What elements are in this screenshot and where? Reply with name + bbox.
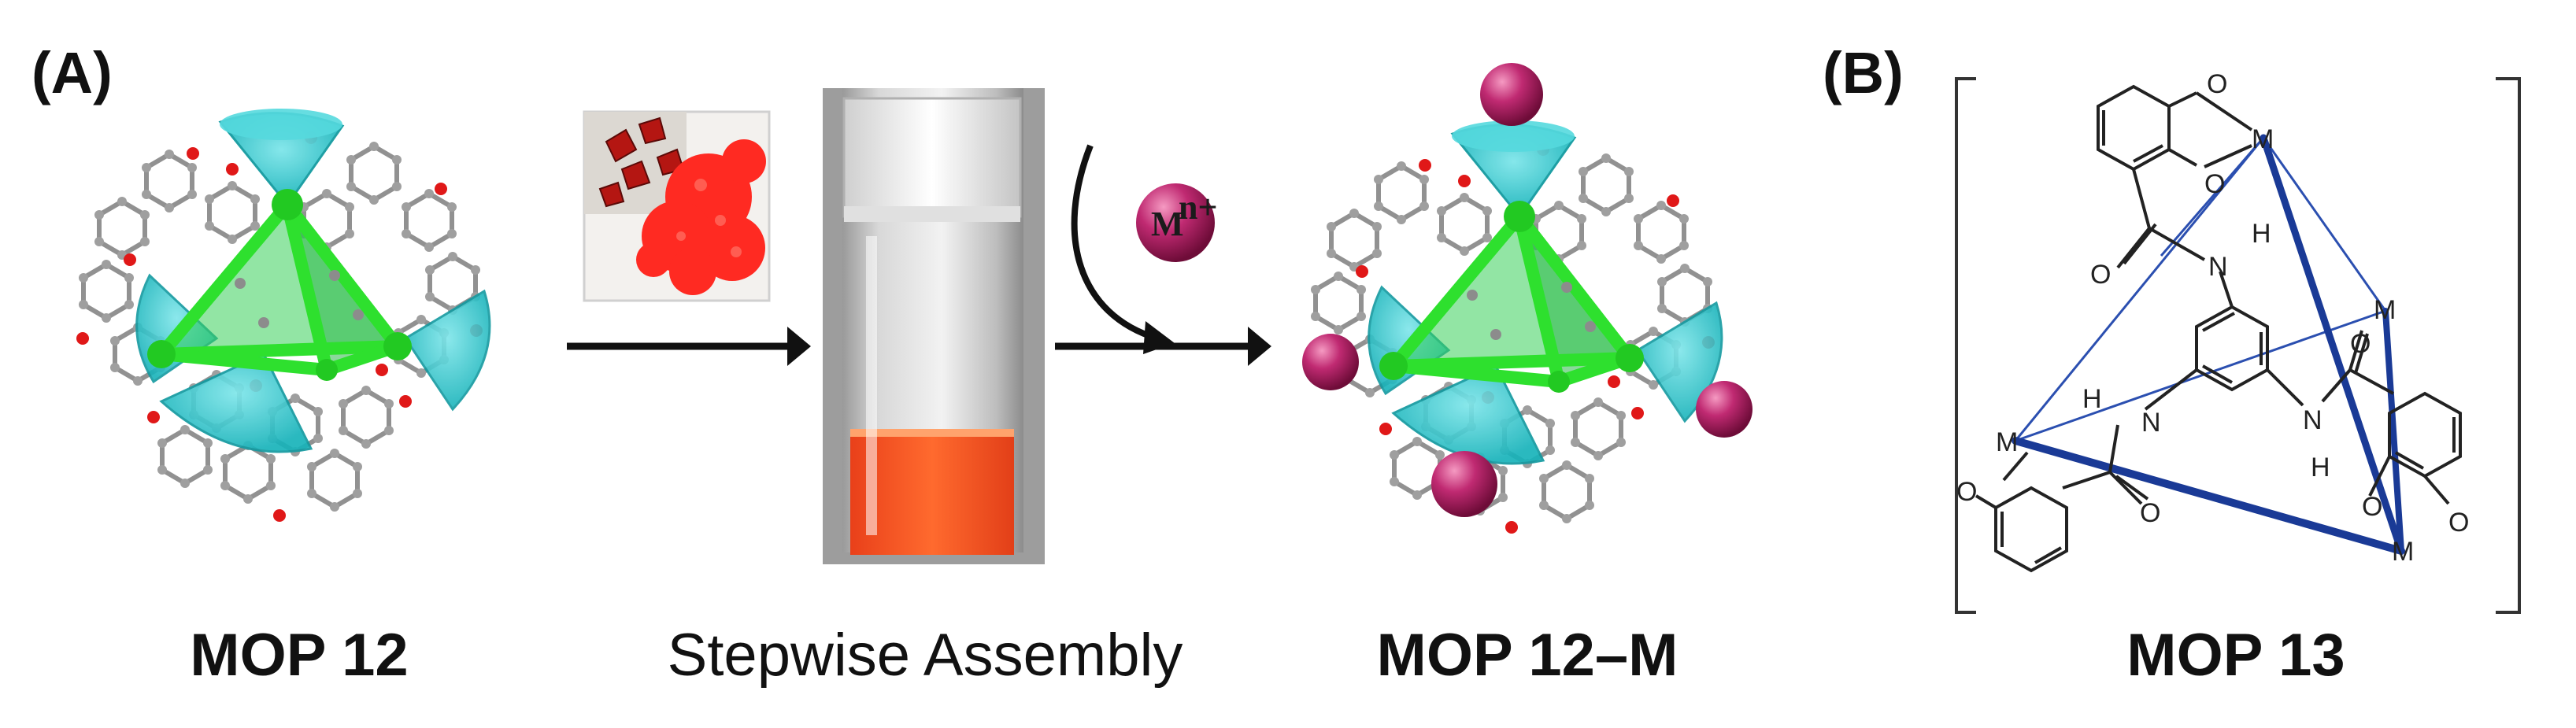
mop12-structure (76, 109, 490, 522)
atom-n-3: N (2303, 405, 2322, 435)
atom-h-1: H (2252, 219, 2271, 249)
atom-o-1: O (2207, 69, 2227, 99)
mop13-caption: MOP 13 (2126, 622, 2345, 689)
atom-o-4: O (1956, 477, 1977, 507)
mop12-caption: MOP 12 (190, 622, 408, 689)
atom-o-3: O (2090, 260, 2111, 290)
metal-ion: M n+ (1136, 183, 1218, 262)
atom-o-5: O (2140, 498, 2160, 528)
atom-o-8: O (2448, 508, 2469, 538)
mop13-structure: O M O H O N H N M O O (1955, 69, 2521, 614)
atom-h-3: H (2311, 453, 2330, 482)
atom-m-1: M (2252, 124, 2274, 154)
mop12m-structure (1302, 63, 1752, 534)
metal-sphere-left (1302, 334, 1359, 390)
metal-ion-symbol: M (1151, 205, 1184, 243)
atom-o-7: O (2362, 492, 2382, 522)
assembly-caption: Stepwise Assembly (668, 622, 1183, 689)
atom-n-1: N (2208, 252, 2228, 282)
atom-m-2: M (1996, 427, 2018, 457)
atom-m-3: M (2374, 295, 2396, 325)
assembly-arrow-2 (1055, 327, 1271, 366)
vial-photo (823, 88, 1045, 564)
atom-h-2: H (2082, 384, 2102, 414)
metal-sphere-top (1480, 63, 1543, 126)
atom-m-4: M (2392, 537, 2414, 567)
metal-ion-charge: n+ (1179, 188, 1218, 227)
mop12m-caption: MOP 12–M (1377, 622, 1678, 689)
panel-b-letter: (B) (1823, 40, 1904, 105)
panel-a-letter: (A) (31, 40, 113, 105)
atom-n-2: N (2141, 408, 2161, 438)
crystal-photo (583, 110, 771, 302)
atom-o-2: O (2204, 169, 2225, 199)
metal-sphere-bottom (1431, 451, 1497, 517)
atom-o-6: O (2350, 329, 2371, 359)
metal-sphere-right (1696, 381, 1752, 438)
assembly-arrow-1 (567, 327, 811, 366)
